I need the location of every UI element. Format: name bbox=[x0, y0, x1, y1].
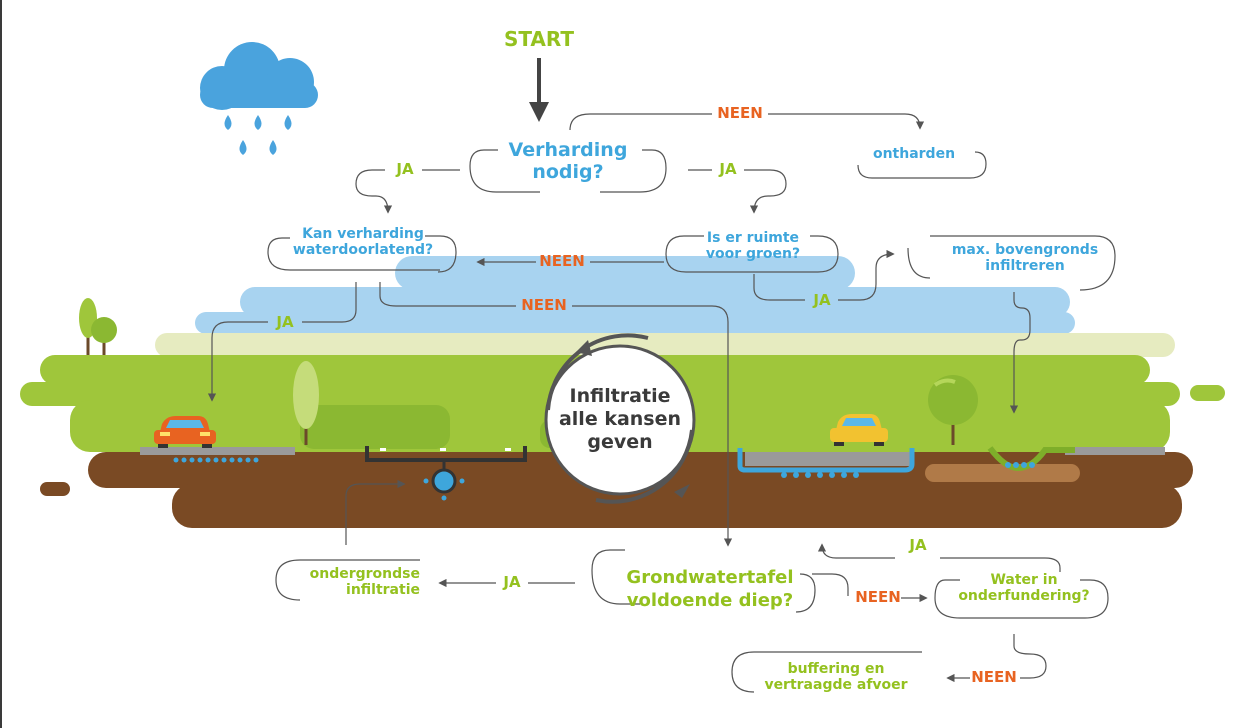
car-icon bbox=[830, 414, 888, 446]
tree-icon bbox=[293, 361, 319, 445]
edge-label-neen-water: NEEN bbox=[971, 668, 1017, 686]
edge-label-neen-top: NEEN bbox=[717, 104, 763, 122]
center-cycle bbox=[544, 333, 696, 504]
edge-label-ja-water: JA bbox=[909, 536, 927, 554]
node-max-bovengronds[interactable]: max. bovengronds infiltreren bbox=[951, 242, 1099, 275]
tree-icon bbox=[79, 298, 117, 355]
node-ontharden[interactable]: ontharden bbox=[872, 146, 956, 162]
rain-cloud-icon bbox=[200, 42, 318, 155]
sky-band bbox=[195, 256, 1075, 334]
edge-label-ja-kan: JA bbox=[276, 313, 294, 331]
edge-label-ja-green: JA bbox=[813, 291, 831, 309]
infiltration-crate-icon bbox=[365, 446, 527, 501]
edge-label-neen-grond: NEEN bbox=[855, 588, 901, 606]
center-label: Infiltratie alle kansen geven bbox=[558, 385, 682, 453]
start-label: START bbox=[503, 27, 575, 51]
pale-band bbox=[155, 333, 1175, 357]
car-icon bbox=[154, 416, 216, 448]
edge-label-neen-lower: NEEN bbox=[521, 296, 567, 314]
edge-label-ja-right: JA bbox=[719, 160, 737, 178]
node-buffering[interactable]: buffering en vertraagde afvoer bbox=[764, 661, 908, 694]
edge-label-ja-grond: JA bbox=[503, 573, 521, 591]
node-ruimte-groen[interactable]: Is er ruimte voor groen? bbox=[705, 230, 801, 263]
node-water-onderfundering[interactable]: Water in onderfundering? bbox=[958, 572, 1090, 605]
node-verharding-nodig[interactable]: Verharding nodig? bbox=[508, 139, 628, 183]
edge-label-neen-mid: NEEN bbox=[539, 252, 585, 270]
edge-label-ja-left: JA bbox=[396, 160, 414, 178]
tree-icon bbox=[928, 375, 978, 445]
node-grondwatertafel[interactable]: Grondwatertafel voldoende diep? bbox=[626, 567, 794, 611]
node-ondergrondse[interactable]: ondergrondse infiltratie bbox=[309, 566, 420, 599]
node-kan-verharding[interactable]: Kan verharding waterdoorlatend? bbox=[292, 226, 434, 259]
